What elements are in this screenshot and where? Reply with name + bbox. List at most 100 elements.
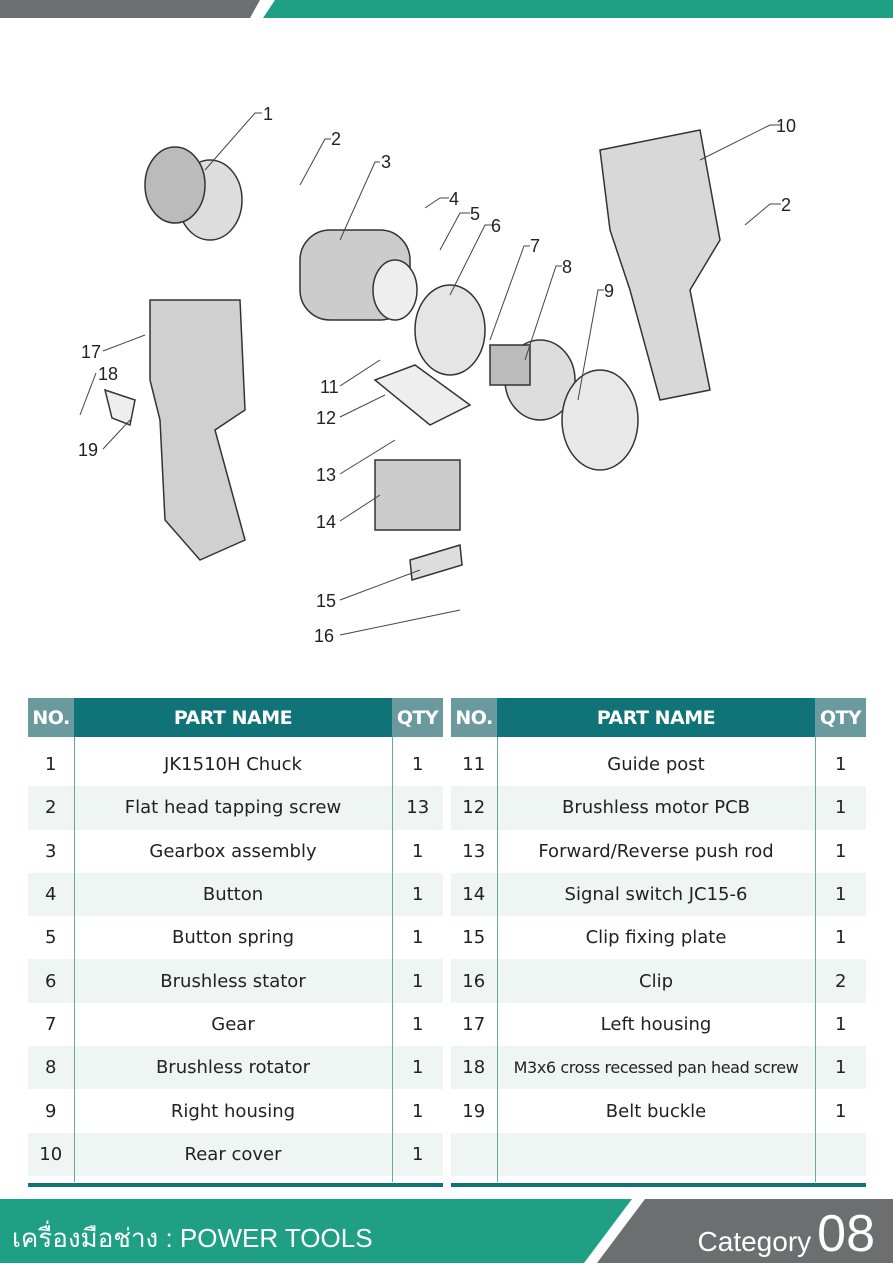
- cell-qty: 2: [814, 959, 866, 1003]
- callout-3: 3: [381, 152, 392, 172]
- left-housing-part: [149, 299, 246, 561]
- cell-no: 7: [45, 1013, 57, 1035]
- callout-11: 11: [320, 377, 339, 397]
- cell-qty: 1: [814, 916, 866, 960]
- cell-name: Button: [73, 872, 392, 917]
- cell-qty: 1: [814, 1046, 866, 1090]
- exploded-parts-diagram: 1 2 3 4 5 6 7 8 9 10 2 11 12 13 14 15 16…: [40, 90, 840, 650]
- callout-19: 19: [78, 440, 99, 460]
- callout-4: 4: [449, 189, 460, 209]
- callout-10: 10: [776, 116, 797, 136]
- cell-name: Forward/Reverse push rod: [496, 829, 815, 873]
- cell-qty: [814, 1132, 866, 1176]
- cell-qty: 1: [391, 1002, 443, 1047]
- cell-qty: 1: [391, 916, 443, 960]
- cell-qty: 1: [814, 829, 866, 873]
- cell-name: Right housing: [73, 1089, 392, 1133]
- callout-1: 1: [263, 104, 274, 124]
- cell-name: [496, 1132, 815, 1176]
- stator-part: [414, 284, 486, 376]
- cell-no: 14: [451, 872, 497, 917]
- belt-buckle-part: [103, 388, 136, 427]
- cell-no: 11: [462, 754, 486, 776]
- callout-13: 13: [316, 465, 337, 485]
- cell-name: Belt buckle: [496, 1089, 815, 1133]
- callout-7: 7: [530, 236, 541, 256]
- cell-qty: 1: [814, 786, 866, 830]
- category-badge: Category 08: [698, 1204, 875, 1264]
- cell-qty: 13: [391, 786, 443, 830]
- clip-plate-part: [409, 544, 463, 581]
- cell-name: Brushless rotator: [73, 1046, 392, 1090]
- cell-no: 6: [28, 959, 74, 1003]
- cell-name: Gear: [73, 1002, 392, 1047]
- cell-name: Brushless motor PCB: [496, 786, 815, 830]
- callout-18: 18: [98, 364, 119, 384]
- cell-name: Clip: [496, 959, 815, 1003]
- table-bottom-rule: [451, 1183, 866, 1187]
- cell-no: 5: [45, 927, 57, 949]
- leader-lines: [79, 112, 781, 636]
- cell-name: Rear cover: [73, 1132, 392, 1176]
- cell-no: 17: [462, 1013, 486, 1035]
- rotor-part: [489, 339, 576, 421]
- top-banner: [0, 0, 893, 18]
- cell-no: 16: [451, 959, 497, 1003]
- cell-no: 8: [28, 1046, 74, 1090]
- cell-qty: 1: [391, 1132, 443, 1176]
- header-no: NO.: [28, 698, 74, 737]
- callout-6: 6: [491, 216, 502, 236]
- callout-2b: 2: [781, 195, 792, 215]
- category-number: 08: [817, 1205, 875, 1263]
- cell-qty: 1: [814, 1002, 866, 1047]
- cell-name: Signal switch JC15-6: [496, 872, 815, 917]
- right-housing-part: [599, 129, 721, 401]
- cell-qty: 1: [391, 829, 443, 873]
- gearbox-part: [299, 229, 418, 321]
- table-row: [451, 1132, 866, 1176]
- callout-12: 12: [316, 408, 337, 428]
- cell-no: 3: [45, 840, 57, 862]
- table-bottom-rule: [28, 1183, 443, 1187]
- cell-no: 1: [45, 754, 57, 776]
- callout-14: 14: [316, 512, 337, 532]
- header-no: NO.: [451, 698, 497, 737]
- cell-name: JK1510H Chuck: [73, 743, 392, 787]
- cell-qty: 1: [391, 959, 443, 1003]
- callout-16: 16: [314, 626, 335, 646]
- cell-qty: 1: [391, 743, 443, 787]
- callout-2: 2: [331, 129, 342, 149]
- cell-no: 13: [462, 840, 486, 862]
- callout-15: 15: [316, 591, 337, 611]
- callout-17: 17: [81, 342, 102, 362]
- cell-name: Left housing: [496, 1002, 815, 1047]
- cell-qty: 1: [391, 872, 443, 917]
- cell-name: Guide post: [496, 743, 815, 787]
- footer-title: เครื่องมือช่าง : POWER TOOLS: [12, 1223, 373, 1253]
- cell-no: 10: [28, 1132, 74, 1176]
- pcb-part: [373, 364, 472, 426]
- cell-name: Gearbox assembly: [73, 829, 392, 873]
- cell-qty: 1: [814, 872, 866, 917]
- header-qty: QTY: [392, 698, 443, 737]
- header-qty: QTY: [815, 698, 866, 737]
- cell-no: 15: [462, 927, 486, 949]
